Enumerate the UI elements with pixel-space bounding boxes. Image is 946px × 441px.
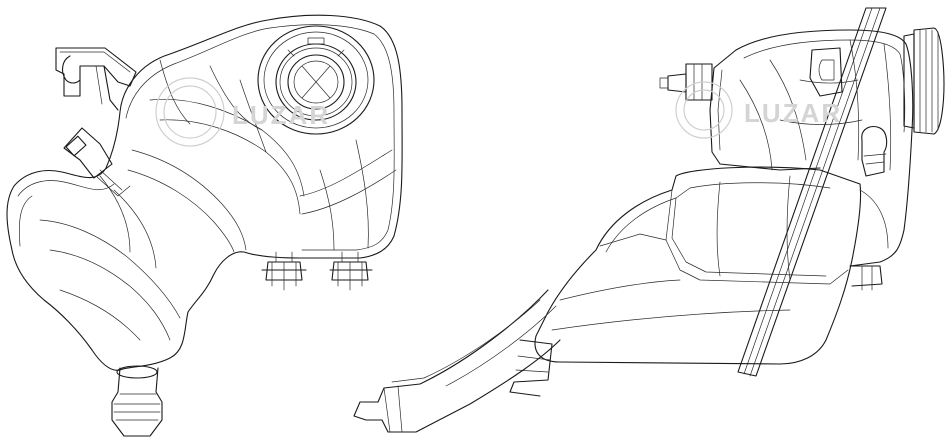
watermark-right: LUZAR: [675, 81, 842, 139]
long-outlet-pipe: [353, 289, 561, 433]
outlet-pipe: [111, 365, 163, 437]
side-view-expansion-tank: LUZAR: [353, 7, 945, 433]
threaded-cap: [903, 27, 945, 135]
front-view-expansion-tank: LUZAR: [6, 14, 403, 437]
mounting-clip-left: [261, 251, 307, 291]
filler-cap: [257, 25, 375, 135]
watermark-left: LUZAR: [155, 77, 330, 147]
mounting-clip-right: [329, 251, 373, 291]
level-sensor-connector: [63, 127, 131, 197]
weld-seam-flange: [737, 7, 887, 377]
mounting-bracket: [55, 47, 137, 111]
tank-outline: [6, 14, 403, 371]
side-bracket: [809, 47, 843, 97]
side-sensor-connector: [861, 125, 888, 177]
watermark-text-right: LUZAR: [744, 98, 842, 128]
watermark-text-left: LUZAR: [232, 100, 330, 130]
